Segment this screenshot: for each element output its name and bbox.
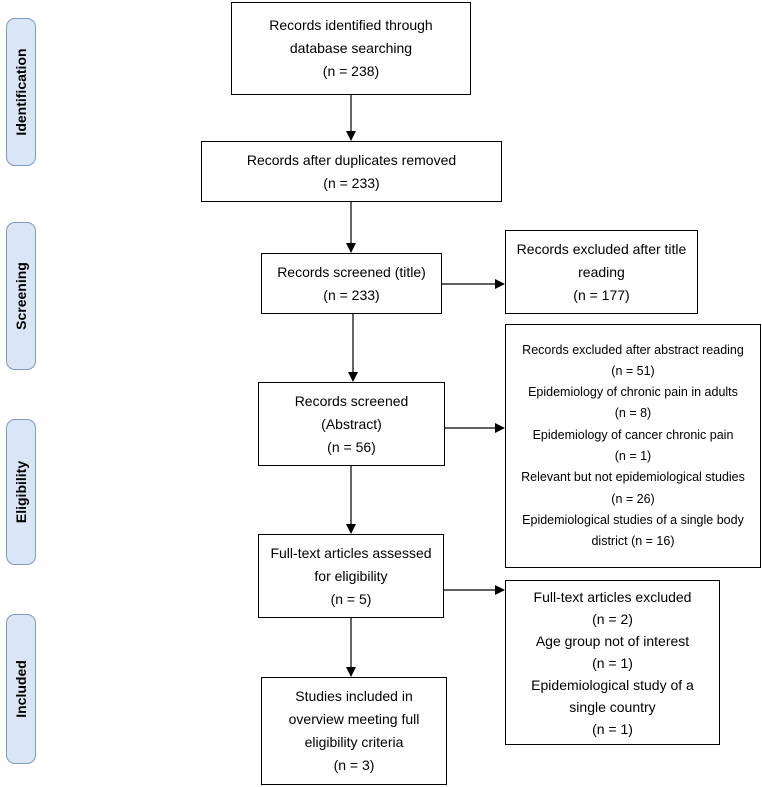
- box-text-line: Records screened (title): [277, 263, 426, 280]
- box-text-line: (n = 8): [614, 406, 652, 421]
- box-text-line: single country: [569, 698, 656, 715]
- box-text-line: Records screened: [294, 392, 409, 409]
- box-fulltext-assessed: Full-text articles assessed for eligibil…: [258, 534, 444, 618]
- box-text-line: Epidemiology of cancer chronic pain: [532, 427, 734, 442]
- box-text-line: Studies included in: [295, 688, 413, 704]
- box-text-line: (n = 233): [323, 174, 380, 191]
- box-text-line: Records excluded after abstract reading: [522, 342, 744, 357]
- box-text-line: Age group not of interest: [535, 632, 690, 649]
- box-text-line: (n = 233): [323, 286, 380, 303]
- box-text-line: Records after duplicates removed: [246, 151, 457, 168]
- box-records-identified: Records identified through database sear…: [231, 2, 471, 95]
- box-text-line: Epidemiological study of a: [531, 676, 694, 693]
- box-excluded-title: Records excluded after title reading (n …: [505, 230, 698, 314]
- box-text-line: Epidemiology of chronic pain in adults: [528, 385, 738, 400]
- box-text-line: Records excluded after title: [516, 240, 687, 257]
- box-text-line: (n = 177): [573, 286, 630, 303]
- box-text-line: Relevant but not epidemiological studies: [521, 470, 745, 485]
- box-text-line: Full-text articles assessed: [270, 544, 432, 561]
- stage-eligibility: Eligibility: [6, 419, 36, 565]
- box-text-line: for eligibility: [314, 567, 388, 584]
- box-excluded-abstract: Records excluded after abstract reading …: [505, 324, 761, 568]
- box-text-line: Records identified through: [269, 17, 433, 33]
- box-text-line: overview meeting full: [288, 711, 420, 727]
- box-text-line: (n = 1): [614, 449, 652, 463]
- box-studies-included: Studies included in overview meeting ful…: [261, 677, 447, 785]
- box-text-line: database searching: [289, 40, 413, 56]
- box-after-duplicates: Records after duplicates removed (n = 23…: [201, 141, 502, 202]
- box-screened-abstract: Records screened (Abstract) (n = 56): [258, 382, 445, 466]
- box-text-line: Epidemiological studies of a single body: [522, 512, 744, 527]
- box-text-line: (n = 5): [330, 590, 372, 607]
- box-text-line: (n = 1): [592, 654, 633, 671]
- box-fulltext-excluded: Full-text articles excluded (n = 2) Age …: [505, 580, 720, 745]
- box-text-line: (n = 2): [592, 610, 633, 627]
- box-text-line: district (n = 16): [591, 534, 675, 549]
- box-text-line: (n = 3): [333, 757, 375, 773]
- box-text-line: eligibility criteria: [304, 734, 404, 750]
- box-text-line: (Abstract): [321, 415, 382, 432]
- box-text-line: (n = 238): [322, 63, 380, 79]
- box-text-line: reading: [578, 263, 625, 280]
- box-text-line: (n = 51): [611, 363, 655, 378]
- stage-identification: Identification: [6, 18, 36, 166]
- box-text-line: (n = 26): [611, 491, 655, 506]
- stage-screening: Screening: [6, 222, 36, 370]
- stage-included: Included: [6, 614, 36, 764]
- box-text-line: (n = 1): [592, 720, 633, 737]
- box-text-line: Full-text articles excluded: [533, 588, 692, 605]
- box-text-line: (n = 56): [327, 438, 376, 455]
- box-screened-title: Records screened (title) (n = 233): [261, 253, 442, 314]
